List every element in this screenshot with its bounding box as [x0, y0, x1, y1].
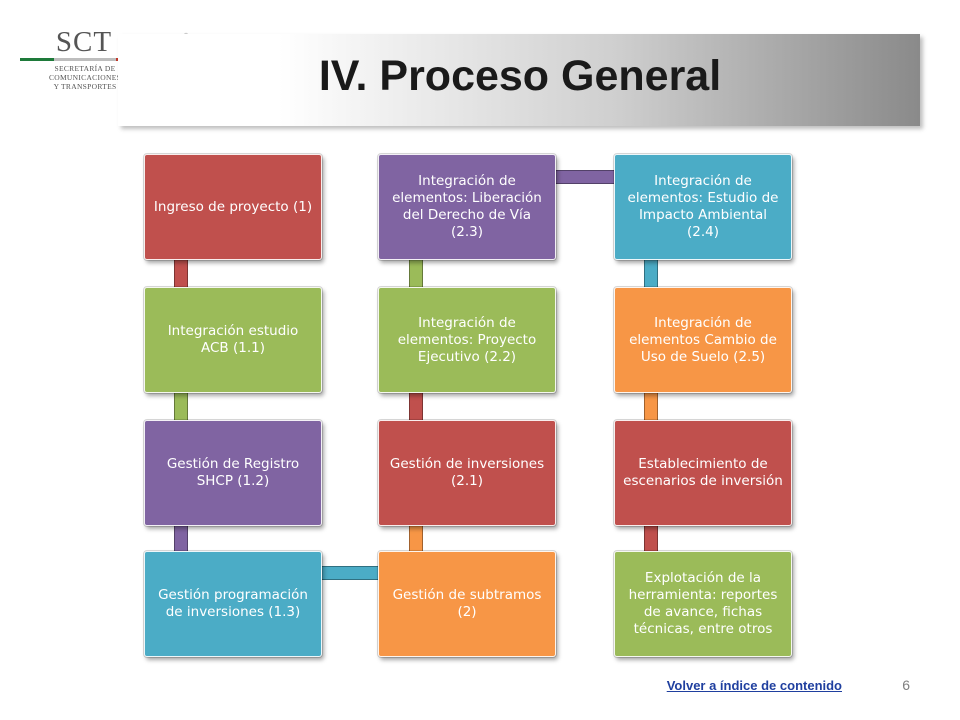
process-node-exploitation: Explotación de la herramienta: reportes …: [613, 550, 793, 658]
logo-rule-green: [20, 58, 54, 61]
connector: [318, 566, 382, 580]
title-band: [118, 34, 920, 126]
process-node-1-1: Integración estudio ACB (1.1): [143, 286, 323, 394]
process-node-scenarios: Establecimiento de escenarios de inversi…: [613, 419, 793, 527]
logo-subtitle-line: SECRETARÍA DE: [54, 64, 116, 73]
process-node-2: Gestión de subtramos (2): [377, 550, 557, 658]
logo-subtitle-line: COMUNICACIONES: [48, 73, 122, 82]
logo-text: SCT: [55, 26, 113, 58]
process-node-2-1: Gestión de inversiones (2.1): [377, 419, 557, 527]
process-node-2-5: Integración de elementos Cambio de Uso d…: [613, 286, 793, 394]
logo-subtitle: SECRETARÍA DE COMUNICACIONES Y TRANSPORT…: [20, 64, 150, 91]
page-title: IV. Proceso General: [318, 52, 722, 100]
page-number: 6: [902, 677, 910, 693]
process-node-1-2: Gestión de Registro SHCP (1.2): [143, 419, 323, 527]
process-node-1: Ingreso de proyecto (1): [143, 153, 323, 261]
process-node-2-3: Integración de elementos: Liberación del…: [377, 153, 557, 261]
back-to-index-link[interactable]: Volver a índice de contenido: [666, 678, 842, 693]
process-node-2-2: Integración de elementos: Proyecto Ejecu…: [377, 286, 557, 394]
logo-rule-gray: [54, 58, 116, 61]
process-node-1-3: Gestión programación de inversiones (1.3…: [143, 550, 323, 658]
process-node-2-4: Integración de elementos: Estudio de Imp…: [613, 153, 793, 261]
logo-subtitle-line: Y TRANSPORTES: [53, 82, 117, 91]
connector: [554, 170, 620, 184]
